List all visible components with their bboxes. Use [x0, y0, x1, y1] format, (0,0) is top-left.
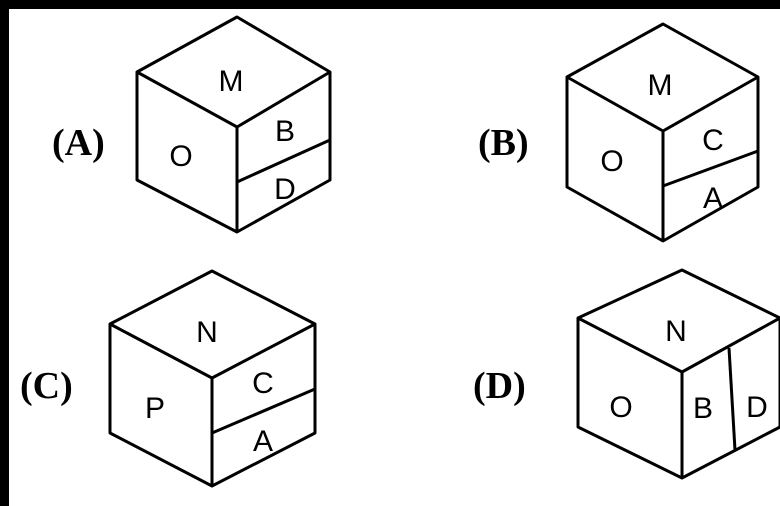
cube-d-outline [576, 268, 780, 480]
cube-a-right-lower-letter: D [274, 173, 296, 206]
option-b-label: (B) [478, 122, 529, 164]
option-a: (A) M O B D [52, 15, 332, 234]
cube-c-right-lower-letter: A [253, 425, 273, 458]
option-a-label: (A) [52, 122, 105, 164]
cube-diagram: (A) M O B D (B) M O C A (C) N [20, 15, 780, 488]
option-b: (B) M O C A [478, 22, 760, 243]
cube-b-top-letter: M [648, 69, 673, 102]
cube-b-left-letter: O [600, 145, 623, 178]
cube-d: N O B D [576, 268, 780, 480]
cube-a-left-letter: O [169, 140, 192, 173]
cube-b-right-upper-letter: C [702, 124, 724, 157]
cube-d-inner-edges [577, 316, 780, 478]
cube-c-left-letter: P [145, 392, 165, 425]
cube-d-right-right-letter: D [746, 391, 768, 424]
cube-c: N P C A [108, 269, 317, 488]
cube-a-right-divider [236, 138, 331, 184]
cube-b-right-lower-letter: A [703, 182, 723, 215]
cube-d-top-letter: N [665, 315, 687, 348]
cube-b: M O C A [565, 22, 760, 243]
cube-c-top-letter: N [196, 316, 218, 349]
cube-a-top-letter: M [219, 65, 244, 98]
cube-c-right-upper-letter: C [252, 367, 274, 400]
cube-d-right-divider [727, 347, 737, 451]
cube-b-right-divider [662, 149, 759, 188]
cube-d-left-letter: O [609, 391, 632, 424]
cube-options-figure: (A) M O B D (B) M O C A (C) N [9, 9, 780, 506]
cube-a-right-upper-letter: B [275, 115, 295, 148]
option-d-label: (D) [473, 365, 526, 407]
cube-c-right-divider [211, 387, 316, 435]
option-c: (C) N P C A [20, 269, 317, 488]
cube-d-right-left-letter: B [693, 392, 713, 425]
cube-a: M O B D [135, 15, 332, 234]
option-d: (D) N O B D [473, 268, 780, 480]
cube-a-inner-edges [136, 70, 331, 232]
option-c-label: (C) [20, 365, 73, 407]
